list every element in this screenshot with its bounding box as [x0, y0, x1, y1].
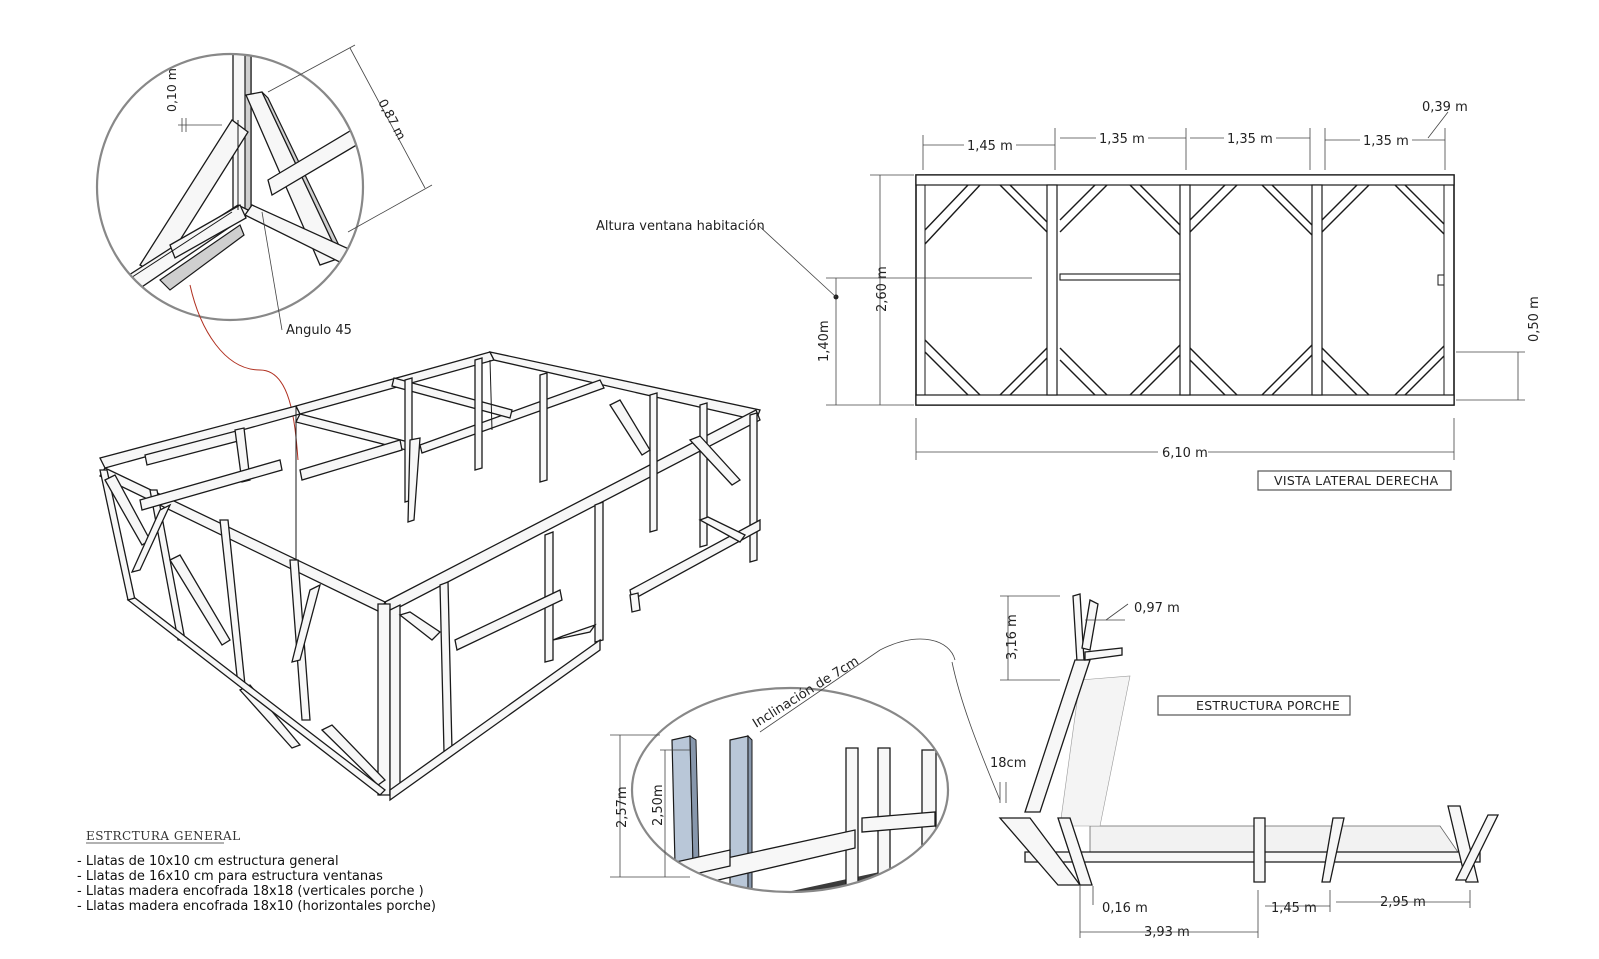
isometric-frame: [99, 351, 761, 802]
legend-item: - Llatas madera encofrada 18x10 (horizon…: [77, 899, 436, 914]
detail-inner-dim: 2,50m: [651, 784, 666, 826]
legend: ESTRCTURA GENERAL - Llatas de 10x10 cm e…: [77, 829, 436, 914]
side-dim-2: 1,35 m: [1099, 132, 1145, 147]
window-height-label: Altura ventana habitación: [596, 219, 765, 234]
legend-item: - Llatas madera encofrada 18x18 (vertica…: [77, 884, 424, 899]
detail-joint-45: 0,10 m 0,87 m Angulo 45: [95, 44, 433, 461]
side-door-dim: 0,50 m: [1527, 296, 1542, 342]
side-view-elevation: 1,45 m 1,35 m 1,35 m 1,35 m 0,39 m 2,60 …: [596, 100, 1542, 491]
porch-title: ESTRUCTURA PORCHE: [1196, 698, 1340, 713]
side-view-title: VISTA LATERAL DERECHA: [1274, 473, 1439, 488]
side-window-dim: 1,40m: [817, 320, 832, 362]
porch-arm-dim: 0,97 m: [1134, 601, 1180, 616]
side-total-dim: 6,10 m: [1162, 446, 1208, 461]
porch-span-a: 3,93 m: [1144, 925, 1190, 940]
legend-item: - Llatas de 16x10 cm para estructura ven…: [77, 869, 383, 884]
side-dim-4: 1,35 m: [1363, 134, 1409, 149]
porch-structure: 3,16 m 0,97 m 18cm 0,16 m 3,93 m 1,45 m …: [990, 593, 1500, 940]
side-dim-1: 1,45 m: [967, 139, 1013, 154]
side-dim-3: 1,35 m: [1227, 132, 1273, 147]
porch-span-c: 2,95 m: [1380, 895, 1426, 910]
detail-inclination: 2,57m 2,50m Inclinación de 7cm: [610, 638, 1001, 894]
detail-length-label: 0,87 m: [375, 96, 409, 142]
detail-outer-dim: 2,57m: [615, 786, 630, 828]
side-height-label: 2,60 m: [875, 266, 890, 312]
detail-thickness-label: 0,10 m: [164, 68, 179, 112]
porch-section-dim: 18cm: [990, 756, 1026, 771]
legend-item: - Llatas de 10x10 cm estructura general: [77, 854, 339, 869]
porch-foot-dim: 0,16 m: [1102, 901, 1148, 916]
legend-title: ESTRCTURA GENERAL: [86, 829, 241, 843]
porch-span-b: 1,45 m: [1271, 901, 1317, 916]
angle-label: Angulo 45: [286, 323, 352, 338]
side-dim-end: 0,39 m: [1422, 100, 1468, 115]
porch-height-dim: 3,16 m: [1005, 614, 1020, 660]
